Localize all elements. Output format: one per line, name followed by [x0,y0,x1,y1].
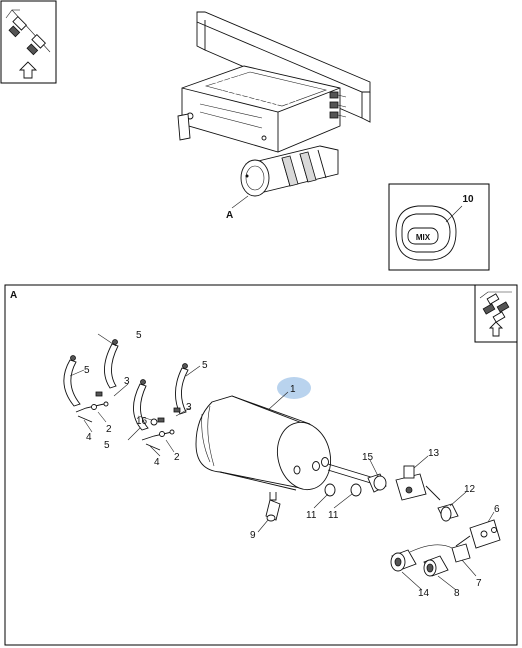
callout-16: 16 [136,416,148,427]
callout-leaders [69,333,495,591]
callout-11-right: 11 [328,510,339,521]
callout-5-right: 5 [202,360,208,371]
box-grid [204,71,328,107]
callout-12: 12 [464,484,476,495]
mix-button-text: MIX [416,233,431,242]
callout-15: 15 [362,452,374,463]
callout-4-left: 4 [86,432,92,443]
detail-frame-a: A [4,284,518,646]
highlight-callout-1 [277,377,311,399]
overview-assembly: A [177,11,371,221]
overview-tank [240,145,339,197]
callout-3-right: 3 [186,402,192,413]
detail-frame-label: A [10,290,17,301]
callout-13: 13 [428,448,440,459]
inset-callout-label: 10 [462,194,474,205]
callout-14: 14 [418,588,430,599]
fittings-and-valves [265,463,501,577]
callout-11-left: 11 [306,510,317,521]
fasteners [75,391,181,451]
overview-callout-label: A [226,210,233,221]
truck-orientation-icon-detail [474,284,518,343]
callout-9: 9 [250,530,256,541]
callout-numbers: 5 5 5 5 3 3 2 2 4 4 16 11 11 15 13 12 6 … [84,330,500,599]
callout-4-right: 4 [154,457,160,468]
callout-1: 1 [290,384,296,395]
callout-8: 8 [454,588,460,599]
truck-orientation-icon [0,0,57,84]
mounting-straps [63,339,189,431]
box-connectors [329,91,347,119]
callout-5-lower: 5 [104,440,110,451]
callout-7: 7 [476,578,482,589]
callout-2-left: 2 [106,424,112,435]
callout-6: 6 [494,504,500,515]
callout-2-right: 2 [174,452,180,463]
callout-5-left: 5 [84,365,90,376]
callout-3-left: 3 [124,376,130,387]
air-tank [195,395,331,501]
callout-5-top: 5 [136,330,142,341]
inset-mix-button: MIX 10 [388,183,490,271]
